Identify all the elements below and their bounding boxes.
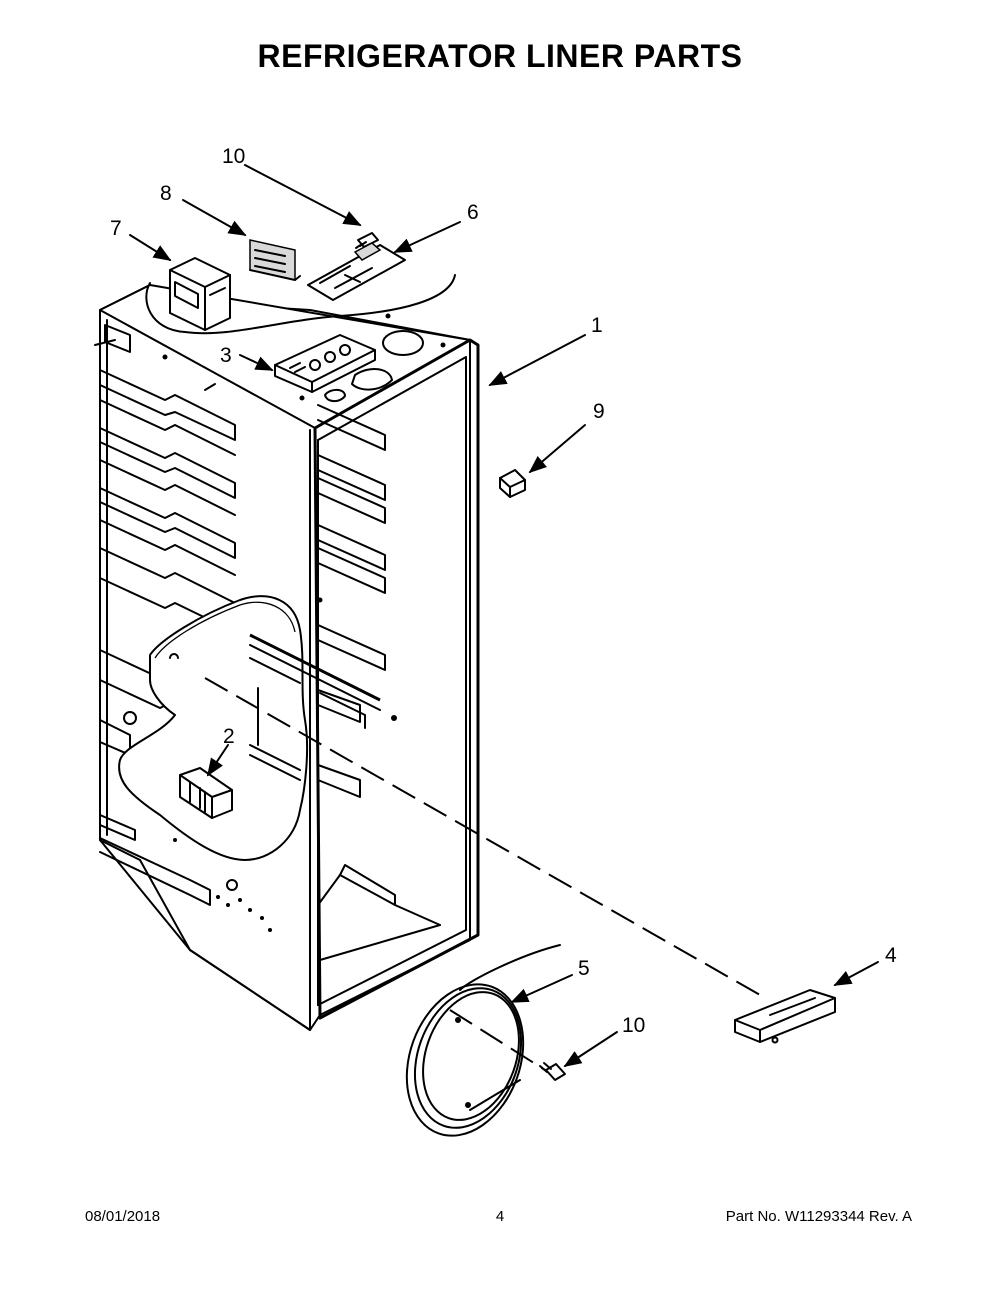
assembly-line-5 (449, 1009, 546, 1071)
callout-labels: 10 8 7 6 1 3 9 2 5 4 10 (110, 145, 897, 1037)
footer-date: 08/01/2018 (85, 1208, 161, 1225)
footer-page-number: 4 (495, 1208, 505, 1225)
liner (94, 284, 480, 1031)
callout-6: 6 (467, 201, 479, 224)
part-7-housing (169, 257, 231, 331)
leader-lines (129, 164, 879, 1067)
callout-9: 9 (593, 400, 605, 423)
callout-10-top: 10 (222, 145, 245, 168)
page-title: REFRIGERATOR LINER PARTS (257, 38, 743, 74)
part-3-control-panel (274, 334, 376, 393)
callout-2: 2 (223, 725, 235, 748)
callout-4: 4 (885, 944, 897, 967)
part-9-clip (499, 469, 526, 498)
part-6-bracket (307, 242, 406, 301)
callout-5: 5 (578, 957, 590, 980)
footer-part-number: Part No. W11293344 Rev. A (725, 1208, 912, 1225)
wiring-harness (145, 274, 456, 335)
part-4-cover (734, 989, 836, 1044)
callout-8: 8 (160, 182, 172, 205)
part-2-vent (179, 767, 233, 819)
part-10-screw-bottom (539, 1062, 566, 1081)
right-shelf-rails (317, 404, 397, 798)
callout-7: 7 (110, 217, 122, 240)
part-8-board (249, 239, 301, 281)
callout-3: 3 (220, 344, 232, 367)
part-5-tube-coil (405, 944, 561, 1137)
callout-1: 1 (591, 314, 603, 337)
part-10-screw-top (355, 232, 379, 249)
callout-10-bottom: 10 (622, 1014, 645, 1037)
